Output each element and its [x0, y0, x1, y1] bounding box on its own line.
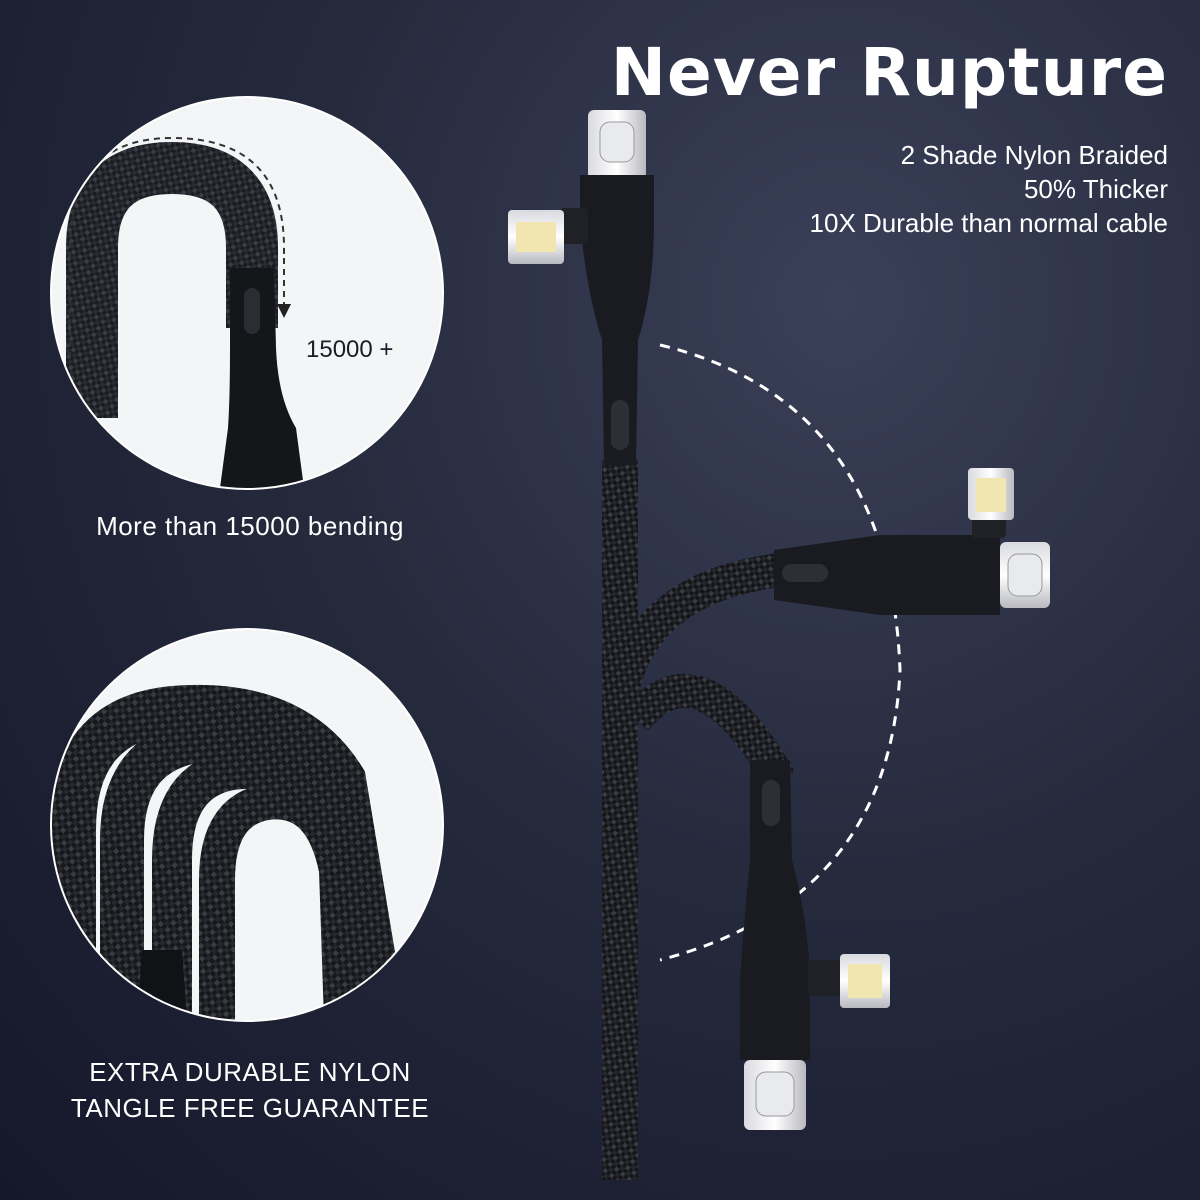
- feature-list: 2 Shade Nylon Braided 50% Thicker 10X Du…: [810, 138, 1168, 240]
- bend-caption: More than 15000 bending: [96, 511, 404, 541]
- bend-test-circle: [52, 98, 442, 488]
- coiled-cable-illustration: [52, 684, 406, 1020]
- bent-cable-illustration: [66, 136, 304, 488]
- headline: Never Rupture: [610, 34, 1168, 111]
- coil-caption-line-2: TANGLE FREE GUARANTEE: [70, 1093, 430, 1123]
- bend-count-label: 15000 +: [306, 336, 394, 363]
- feature-item-braided: 2 Shade Nylon Braided: [900, 140, 1168, 170]
- cable-product-illustration: [508, 110, 1050, 1180]
- coil-caption-line-1: EXTRA DURABLE NYLON: [89, 1057, 411, 1087]
- feature-item-durable: 10X Durable than normal cable: [809, 208, 1168, 238]
- coil-caption: EXTRA DURABLE NYLON TANGLE FREE GUARANTE…: [30, 1054, 470, 1126]
- coil-circle: [52, 630, 442, 1020]
- feature-item-thicker: 50% Thicker: [1023, 174, 1168, 204]
